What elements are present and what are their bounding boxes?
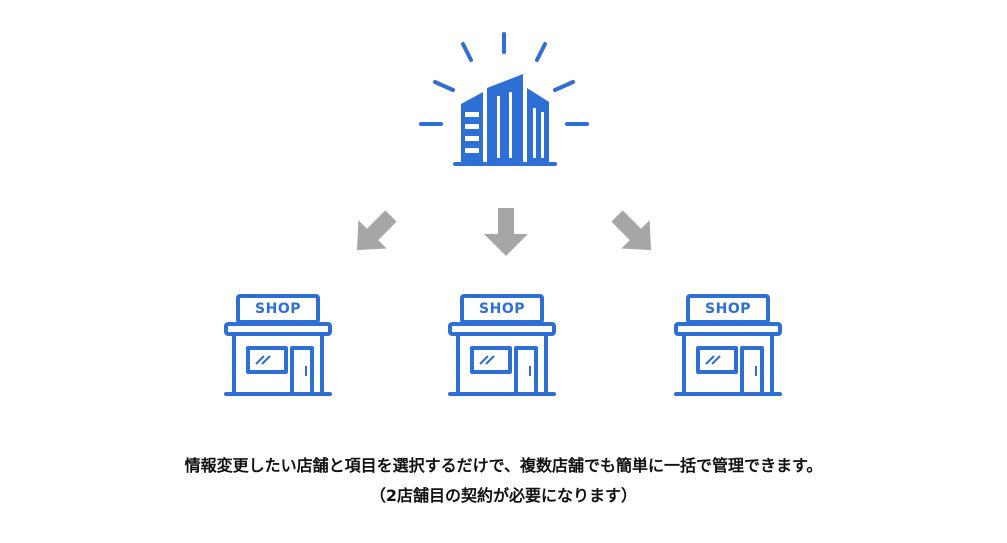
- shop-store-2: SHOP: [444, 290, 560, 402]
- caption-main: 情報変更したい店舗と項目を選択するだけで、複数店舗でも簡単に一括で管理できます。: [184, 456, 823, 475]
- office-building-icon: [419, 32, 589, 166]
- shop-sign-text: SHOP: [255, 301, 301, 317]
- arrow-down-right-icon: [611, 210, 651, 250]
- ray: [433, 80, 455, 92]
- caption-note: （2店舗目の契約が必要になります）: [369, 486, 638, 505]
- shop-store-1: SHOP: [220, 290, 336, 402]
- ray: [553, 80, 575, 92]
- ray: [461, 42, 473, 62]
- building-base: [453, 162, 557, 166]
- shop-sign-text: SHOP: [705, 301, 751, 317]
- storefront-icon: [448, 294, 556, 396]
- building-right: [527, 88, 549, 164]
- shop-sign-text: SHOP: [479, 301, 525, 317]
- building-middle: [487, 74, 523, 164]
- ray: [535, 42, 547, 62]
- arrow-down-left-icon: [357, 210, 397, 250]
- arrow-down-icon: [484, 208, 528, 256]
- shop-store-3: SHOP: [670, 290, 786, 402]
- storefront-icon: [674, 294, 782, 396]
- storefront-icon: [224, 294, 332, 396]
